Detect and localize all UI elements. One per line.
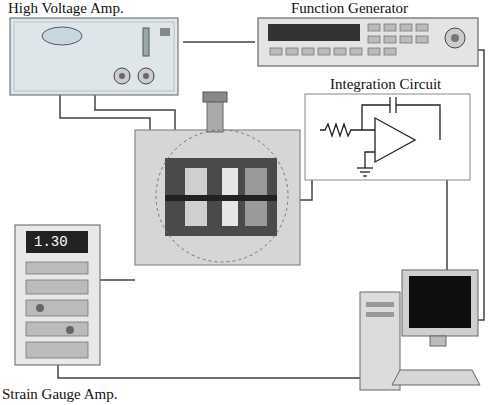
generator-device: Function Generator bbox=[255, 0, 483, 67]
circuit-box: Integration Circuit bbox=[300, 76, 472, 182]
device-label: Integration Circuit bbox=[330, 76, 441, 93]
device-label: Strain Gauge Amp. bbox=[2, 386, 117, 403]
device-label: High Voltage Amp. bbox=[8, 0, 124, 17]
display-reading: 1.30 bbox=[34, 234, 68, 250]
amplifier-device: High Voltage Amp. bbox=[5, 0, 183, 96]
device-label: Function Generator bbox=[291, 0, 408, 17]
amplifier-device: Strain Gauge Amp. bbox=[2, 222, 134, 404]
signal-cable bbox=[183, 42, 255, 43]
